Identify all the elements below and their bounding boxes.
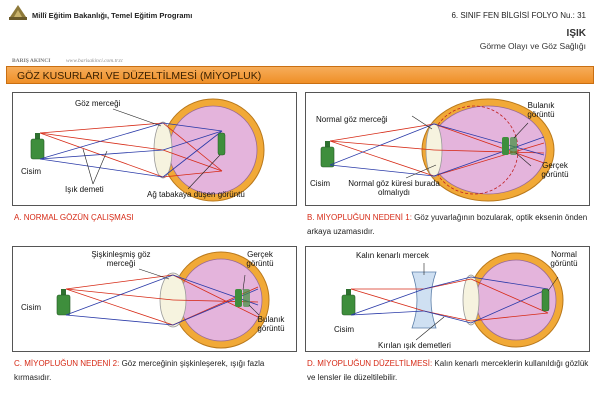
caption-a-heading: A. NORMAL GÖZÜN ÇALIŞMASI [14, 213, 134, 222]
retina-image-icon [541, 288, 550, 312]
label-real: Gerçek görüntü [246, 250, 274, 268]
website-text: www.barisakinci.com.tr.tc [66, 58, 124, 64]
label-real: Gerçek görüntü [541, 161, 569, 179]
caption-c: C. MİYOPLUĞUN NEDENİ 2: Göz merceğinin ş… [14, 357, 299, 385]
label-swollen-lens: Şişkinleşmiş göz merceği [91, 250, 151, 268]
caption-a: A. NORMAL GÖZÜN ÇALIŞMASI [14, 211, 299, 225]
label-normal-lens: Normal göz merceği [316, 115, 388, 124]
subtopic-title: Görme Olayı ve Göz Sağlığı [479, 41, 586, 51]
label-lens: Göz merceği [75, 99, 121, 108]
caption-c-heading: C. MİYOPLUĞUN NEDENİ 2: [14, 359, 120, 368]
object-bottle-icon [56, 289, 71, 316]
normal-eye-diagram [30, 98, 265, 202]
caption-d-heading: D. MİYOPLUĞUN DÜZELTİLMESİ: [307, 359, 433, 368]
blurred-image-icon [235, 289, 250, 307]
label-rays: Işık demeti [65, 185, 104, 194]
panel-c-diagram: Şişkinleşmiş göz merceği Gerçek görüntü … [12, 246, 297, 352]
caption-b-heading: B. MİYOPLUĞUN NEDENİ 1: [307, 213, 412, 222]
label-retina: Ağ tabakaya düşen görüntü [147, 190, 245, 199]
label-object: Cisim [334, 325, 354, 334]
corrected-eye-diagram [341, 252, 564, 348]
concave-lens-icon [411, 271, 437, 329]
caption-b: B. MİYOPLUĞUN NEDENİ 1: Göz yuvarlağının… [307, 211, 594, 239]
object-bottle-icon [320, 141, 335, 168]
label-thick-lens: Kalın kenarlı mercek [356, 251, 429, 260]
page-title: GÖZ KUSURLARI VE DÜZELTİLMESİ (MİYOPLUK) [17, 70, 262, 82]
label-object: Cisim [21, 167, 41, 176]
caption-c-text: Göz merceğinin şişkinleşerek, ışığı fazl… [14, 359, 265, 382]
panel-b-diagram: Normal göz merceği Bulanık görüntü Gerçe… [305, 92, 590, 206]
author-name: BARIŞ AKINCI [12, 58, 51, 64]
label-object: Cisim [310, 179, 330, 188]
label-normal-ball: Normal göz küresi burada olmalıydı [348, 179, 440, 197]
panel-d-diagram: Kalın kenarlı mercek Normal görüntü Cisi… [305, 246, 590, 352]
long-eyeball-diagram [320, 98, 555, 202]
label-normal-image: Normal görüntü [550, 250, 578, 268]
panel-a-diagram: Göz merceği Cisim Işık demeti Ağ tabakay… [12, 92, 297, 206]
swollen-lens-diagram [56, 251, 270, 349]
label-object: Cisim [21, 303, 41, 312]
eye-lens [462, 274, 480, 326]
caption-b-text: Göz yuvarlağının bozularak, optik ekseni… [307, 213, 588, 236]
normal-eyeball-outline [429, 105, 519, 195]
eyeball [468, 252, 564, 348]
elongated-eyeball [421, 98, 555, 202]
topic-title: IŞIK [566, 28, 586, 39]
caption-d-text: Kalın kenarlı merceklerin kullanıldığı g… [307, 359, 589, 382]
object-bottle-icon [341, 289, 356, 316]
retina-image-icon [217, 132, 226, 156]
label-blurred: Bulanık görüntü [257, 315, 285, 333]
blurred-image-icon [502, 137, 517, 155]
eyeball [161, 98, 265, 202]
object-bottle-icon [30, 133, 45, 160]
title-bar: GÖZ KUSURLARI VE DÜZELTİLMESİ (MİYOPLUK) [6, 66, 594, 84]
ministry-logo-icon [9, 5, 27, 20]
label-refracted-rays: Kırılan ışık demetleri [378, 341, 451, 350]
label-blurred: Bulanık görüntü [527, 101, 555, 119]
page-header: Millî Eğitim Bakanlığı, Temel Eğitim Pro… [0, 0, 600, 22]
caption-d: D. MİYOPLUĞUN DÜZELTİLMESİ: Kalın kenarl… [307, 357, 594, 385]
folio-number: 6. SINIF FEN BİLGİSİ FOLYO Nu.: 31 [451, 11, 586, 20]
ministry-text: Millî Eğitim Bakanlığı, Temel Eğitim Pro… [32, 11, 193, 20]
